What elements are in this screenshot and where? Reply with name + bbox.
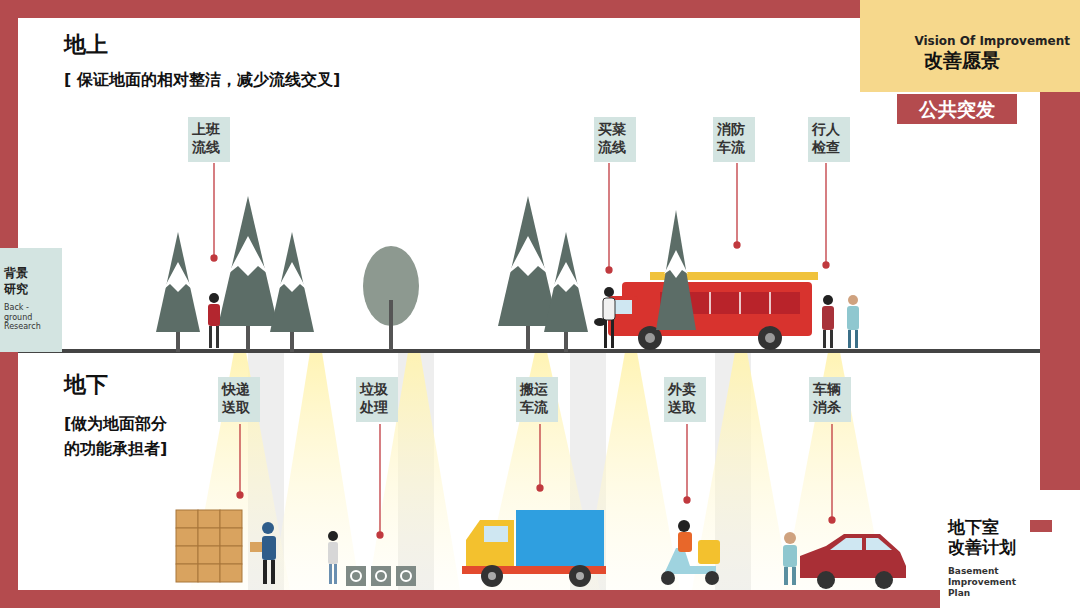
callout-text: 行人 检查 xyxy=(812,120,841,156)
heading: 地上 xyxy=(64,32,108,58)
frame-bar xyxy=(1040,60,1080,490)
logo-subtitle: Basement Improvement Plan xyxy=(948,566,1018,598)
courier xyxy=(250,522,276,584)
callout-box: 车辆 消杀 xyxy=(809,377,851,422)
trash-bins xyxy=(328,531,416,586)
frame-bar xyxy=(0,0,860,18)
red-box: 公共突发 xyxy=(897,94,1017,124)
callout-box: 外卖 送取 xyxy=(664,377,706,422)
tab-text: 背景 研究 xyxy=(4,266,30,297)
fire-truck xyxy=(608,210,818,350)
cargo-truck xyxy=(462,510,606,587)
callout-box: 行人 检查 xyxy=(808,117,850,162)
light-beams xyxy=(190,352,885,590)
callout-box: 消防 车流 xyxy=(713,117,755,162)
subheading: [ 保证地面的相对整洁，减少流线交叉] xyxy=(64,70,340,89)
frame-bar xyxy=(0,590,940,608)
leader-lines xyxy=(211,163,835,538)
vision-text: 改善愿景 xyxy=(860,48,1000,74)
parcels xyxy=(176,510,242,582)
subheading: [做为地面部分 的功能承担者] xyxy=(64,412,182,462)
heading: 地下 xyxy=(64,372,108,398)
callout-box: 搬运 车流 xyxy=(516,377,558,422)
callout-text: 垃圾 处理 xyxy=(360,380,389,416)
car xyxy=(783,532,906,589)
callout-text: 外卖 送取 xyxy=(668,380,697,416)
callout-text: 上班 流线 xyxy=(192,120,221,156)
callout-box: 上班 流线 xyxy=(188,117,230,162)
callout-box: 垃圾 处理 xyxy=(356,377,398,422)
pedestrians xyxy=(208,287,859,348)
callout-text: 车辆 消杀 xyxy=(813,380,842,416)
logo-panel xyxy=(940,490,1080,608)
trees xyxy=(156,196,588,352)
tab-box: 背景 研究 Back -ground Research xyxy=(0,248,62,352)
callout-text: 搬运 车流 xyxy=(520,380,549,416)
callout-box: 快递 送取 xyxy=(218,377,260,422)
callout-text: 买菜 流线 xyxy=(598,120,627,156)
callout-text: 消防 车流 xyxy=(717,120,746,156)
vision-box: Vision Of Improvement改善愿景 xyxy=(860,0,1080,92)
vision-text: Vision Of Improvement xyxy=(860,34,1070,48)
callout-box: 买菜 流线 xyxy=(594,117,636,162)
logo-icon xyxy=(1030,520,1052,532)
tab-text: Back -ground Research xyxy=(4,303,56,332)
logo-title: 地下室 改善计划 xyxy=(948,518,1018,557)
delivery-scooter xyxy=(661,520,720,585)
red-text: 公共突发 xyxy=(897,97,1017,123)
callout-text: 快递 送取 xyxy=(222,380,251,416)
